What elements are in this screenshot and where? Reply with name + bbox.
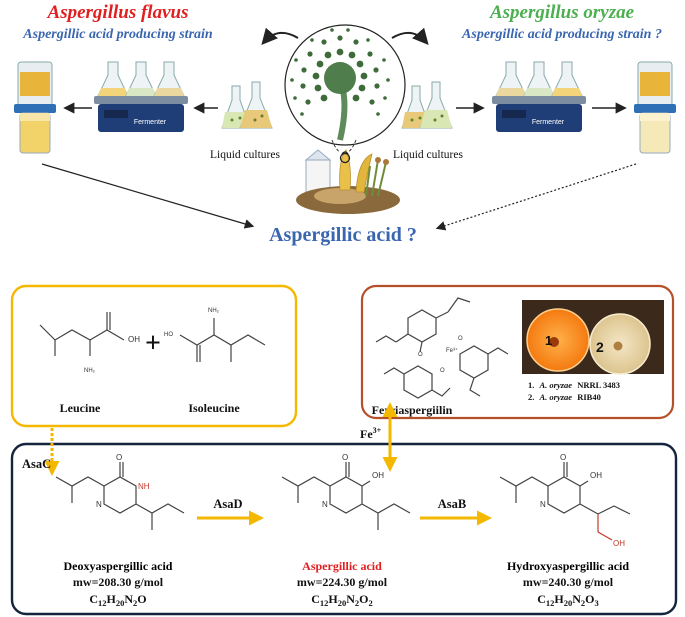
hydroxy-n-atom: N [540,500,546,509]
hydroxy-o-atom: O [560,453,566,462]
asac-enzyme-label: AsaC [22,457,51,471]
compound-formula-2: C12H20N2O3 [537,592,599,608]
isoleucine-label: Isoleucine [188,401,240,415]
compound-name-1: Aspergillic acid [302,559,382,573]
oryzae-subtitle: Aspergillic acid producing strain ? [461,27,662,42]
svg-text:1. A. oryzae NRRL: 1. A. oryzae NRRL 3483 [528,380,620,390]
fungus-illustration [261,24,429,214]
biosynthesis-box [10,442,678,616]
hydroxyaspergillic-structure: O OH N OH [499,453,631,548]
compound-name-0: Deoxyaspergillic acid [64,559,173,573]
amino-acid-box [10,284,298,428]
svg-text:2. A. oryzae RIB40: 2. A. oryzae RIB40 [528,392,601,402]
deoxy-nh-atom: NH [138,482,150,491]
plate-1-label: 1 [545,333,552,348]
compound-formula-1: C12H20N2O2 [311,592,373,608]
flavus-subtitle: Aspergillic acid producing strain [22,27,213,42]
compound-mw-0: mw=208.30 g/mol [73,575,164,589]
aspergillic-n-atom: N [322,500,328,509]
compound-mw-1: mw=224.30 g/mol [297,575,388,589]
compound-name-2: Hydroxyaspergillic acid [507,559,629,573]
aspergillic-structure: O OH N [281,453,411,530]
flavus-species-title: Aspergillus flavus [47,2,189,23]
strain-1-species: A. oryzae [539,380,573,390]
fe3-label: Fe3+ [360,426,382,441]
deoxy-n-atom: N [96,500,102,509]
compound-labels: Deoxyaspergillic acid mw=208.30 g/molC12H… [64,559,630,608]
aspergillic-oh-atom: OH [372,471,384,480]
hydroxy-oh-atom: OH [590,471,602,480]
ferri-o-atom-3: O [458,336,463,342]
ferri-o-atom-1: O [418,352,423,358]
left-fermenter: Fermenter [94,61,188,132]
isoleucine-nh2-atom: NH₂ [208,308,220,314]
aspergillic-o-atom: O [342,453,348,462]
strain-2-code: RIB40 [577,392,601,402]
left-filter-unit [14,61,56,154]
asad-enzyme-label: AsaD [213,497,242,511]
ferriaspergiilin-label: Ferriaspergiilin [372,403,453,417]
leucine-structure: OH NH₂ [39,312,140,374]
compound-mw-2: mw=240.30 g/mol [523,575,614,589]
strain-2-number: 2. [528,392,534,402]
oryzae-species-title: Aspergillus oryzae [489,2,635,23]
aspergillic-acid-question: Aspergillic acid ? [269,224,417,246]
isoleucine-ho-atom: HO [164,332,173,338]
right-fermenter-label: Fermenter [532,119,565,126]
deoxyaspergillic-structure: O NH N [55,453,185,530]
process-arrows [41,102,637,231]
asab-enzyme-label: AsaB [438,497,466,511]
leucine-label: Leucine [60,401,101,415]
strain-1-number: 1. [528,380,534,390]
strain-1-code: NRRL 3483 [577,380,620,390]
ferri-fe-atom: Fe³⁺ [446,347,458,354]
leucine-nh2-atom: NH₂ [84,368,96,374]
left-fermenter-label: Fermenter [134,119,167,126]
isoleucine-structure: HO NH₂ [164,308,266,362]
plus-sign: + [145,328,161,359]
ferri-o-atom-2: O [440,368,445,374]
right-filter-unit [634,61,676,154]
right-liquid-label: Liquid cultures [393,149,463,161]
right-liquid-cultures: Liquid cultures [393,81,463,161]
left-liquid-label: Liquid cultures [210,149,280,161]
ferriaspergiilin-structure: O Fe³⁺ O O [375,297,509,399]
petri-dish-photo: 1 2 [522,300,664,375]
hydroxy-red-oh-atom: OH [613,539,625,548]
strain-2-species: A. oryzae [539,392,573,402]
deoxy-o-atom: O [116,453,122,462]
plate-2-label: 2 [596,339,604,355]
right-fermenter: Fermenter [492,61,586,132]
compound-formula-0: C12H20N2O [89,592,146,608]
strain-legend: 1. A. oryzae NRRL 3483 2. A. oryzae RIB4… [528,380,620,402]
left-liquid-cultures: Liquid cultures [210,81,280,161]
leucine-oh-atom: OH [128,335,140,344]
